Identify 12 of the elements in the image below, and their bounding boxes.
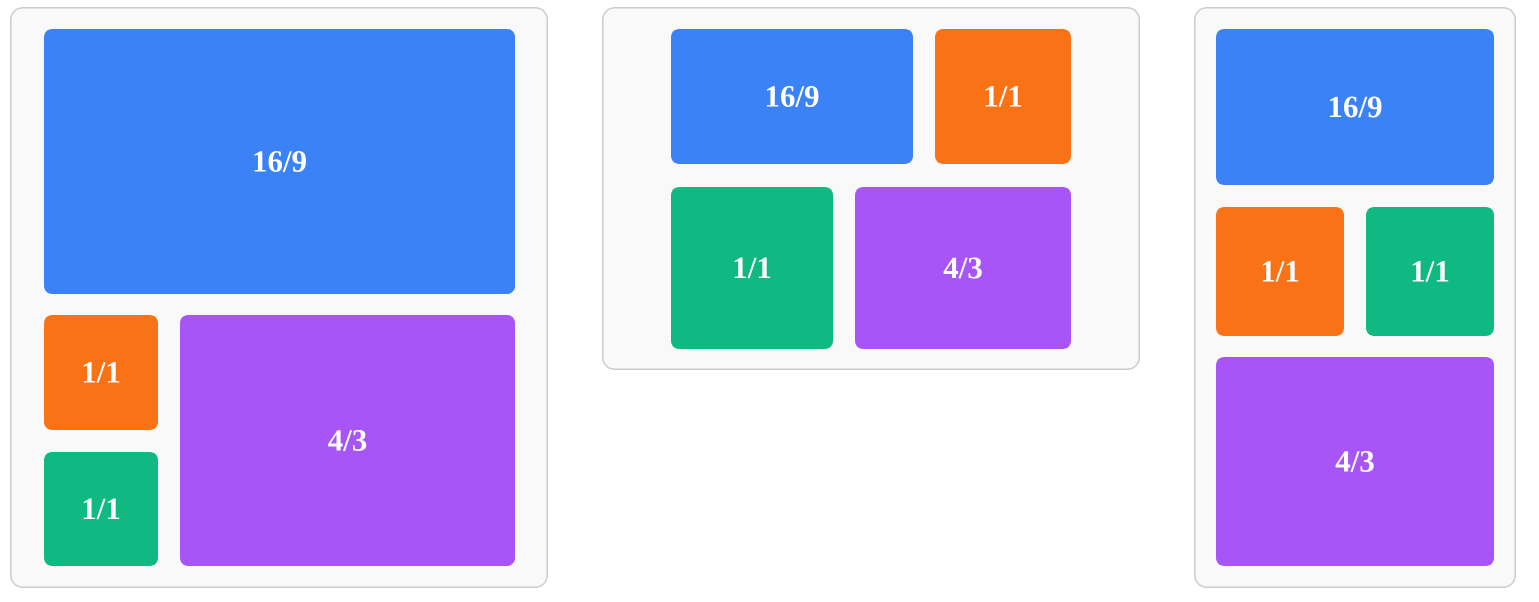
ratio-tile: 4/3 <box>855 187 1071 349</box>
ratio-tile: 4/3 <box>1216 357 1494 566</box>
ratio-tile: 1/1 <box>44 452 158 566</box>
ratio-tile: 1/1 <box>1366 207 1494 336</box>
ratio-tile: 16/9 <box>1216 29 1494 185</box>
ratio-tile: 1/1 <box>44 315 158 430</box>
ratio-tile: 16/9 <box>671 29 913 164</box>
ratio-tile: 16/9 <box>44 29 515 294</box>
ratio-tile: 1/1 <box>935 29 1071 164</box>
ratio-tile: 1/1 <box>1216 207 1344 336</box>
ratio-tile: 4/3 <box>180 315 515 566</box>
ratio-tile: 1/1 <box>671 187 833 349</box>
